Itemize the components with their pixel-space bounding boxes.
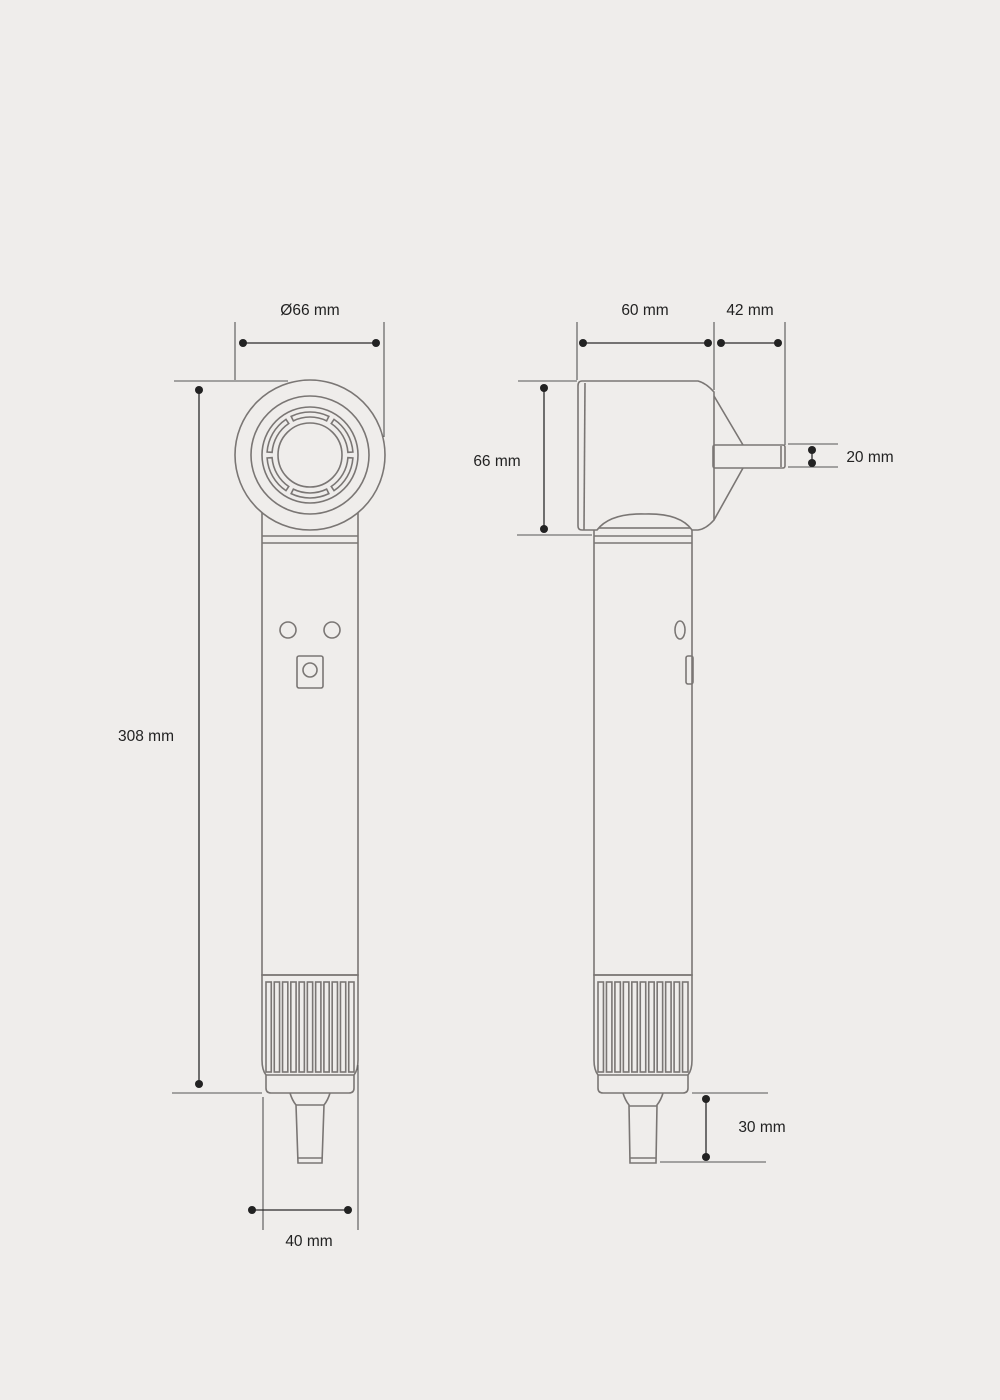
- head-diameter-label: Ø66 mm: [280, 302, 340, 319]
- vent-slot: [266, 418, 290, 454]
- vent-slot: [290, 411, 330, 422]
- button-1: [279, 621, 297, 639]
- grille-slat: [331, 981, 339, 1073]
- side-grille: [593, 974, 693, 1094]
- grille-slat: [339, 981, 347, 1073]
- grille-slat: [656, 981, 664, 1073]
- grille-slat: [664, 981, 672, 1073]
- grille-slat: [298, 981, 306, 1073]
- grille-slat: [681, 981, 689, 1073]
- side-handle: [593, 527, 693, 976]
- side-view: [577, 380, 786, 1164]
- side-head: [577, 380, 715, 531]
- grille-slat: [290, 981, 297, 1073]
- side-cord-boot: [622, 1092, 664, 1164]
- nozzle-length-label: 42 mm: [726, 302, 774, 319]
- grille-slat: [323, 981, 330, 1073]
- handle-width-label: 40 mm: [285, 1233, 333, 1250]
- front-cord-boot: [289, 1092, 331, 1164]
- side-button: [674, 620, 686, 640]
- head-vents: [266, 411, 354, 499]
- vent-slot: [330, 456, 354, 492]
- grille-slat: [673, 981, 681, 1073]
- slider-switch: [296, 655, 324, 689]
- body-length-label: 60 mm: [621, 302, 669, 319]
- grille-slat: [639, 981, 647, 1073]
- front-view: [234, 379, 386, 1164]
- grille-slat: [306, 981, 314, 1073]
- grille-slat: [647, 981, 655, 1073]
- grille-slat: [314, 981, 322, 1073]
- total-length-label: 308 mm: [118, 728, 174, 745]
- vent-slot: [290, 488, 330, 499]
- grille-slat: [605, 981, 613, 1073]
- side-slider: [685, 655, 694, 685]
- vent-slot: [330, 418, 354, 454]
- grille-slat: [281, 981, 289, 1073]
- grille-slat: [597, 981, 605, 1073]
- side-nozzle: [712, 444, 786, 469]
- vent-slot: [266, 456, 290, 492]
- grille-slat: [631, 981, 639, 1073]
- nozzle-height-label: 20 mm: [846, 449, 894, 466]
- button-2: [323, 621, 341, 639]
- front-handle: [261, 504, 359, 976]
- head-height-label: 66 mm: [473, 453, 521, 470]
- grille-slat: [614, 981, 622, 1073]
- grille-slat: [265, 981, 273, 1073]
- grille-slat: [273, 981, 281, 1073]
- cord-length-label: 30 mm: [738, 1119, 786, 1136]
- front-dimensions: [172, 322, 385, 1230]
- front-grille: [261, 974, 359, 1094]
- grille-slat: [622, 981, 630, 1073]
- grille-slat: [347, 981, 355, 1073]
- side-dimensions: [517, 322, 838, 1163]
- front-head-outer: [234, 379, 386, 531]
- side-cone: [713, 395, 744, 521]
